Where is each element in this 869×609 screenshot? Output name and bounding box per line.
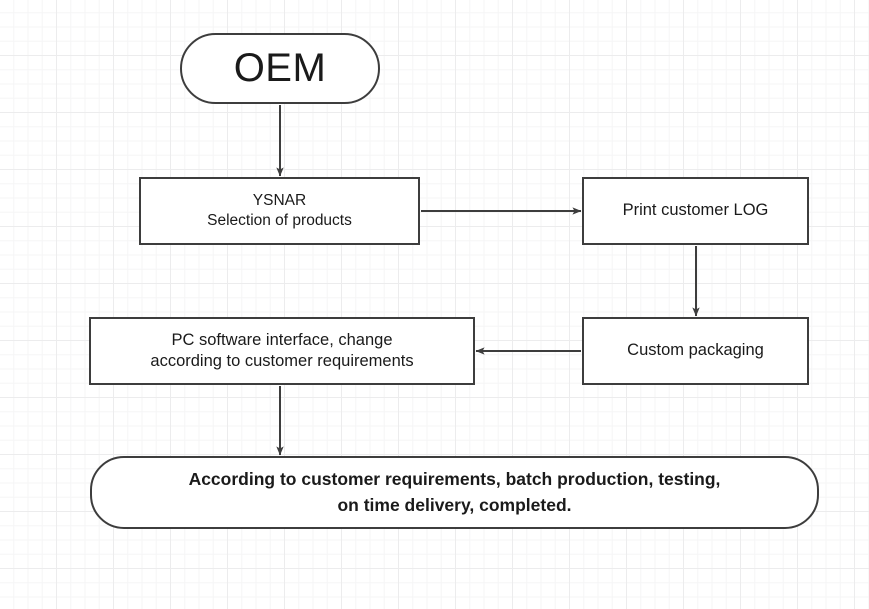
node-selection[interactable]: YSNAR Selection of products — [139, 177, 420, 245]
node-print-log[interactable]: Print customer LOG — [582, 177, 809, 245]
node-pc-software-label: PC software interface, change according … — [150, 330, 414, 370]
node-final-delivery[interactable]: According to customer requirements, batc… — [90, 456, 819, 529]
node-selection-label: YSNAR Selection of products — [207, 192, 352, 229]
node-custom-packaging[interactable]: Custom packaging — [582, 317, 809, 385]
node-print-log-label: Print customer LOG — [622, 201, 769, 220]
node-oem-label: OEM — [233, 45, 327, 90]
node-pc-software[interactable]: PC software interface, change according … — [89, 317, 475, 385]
node-final-delivery-label: According to customer requirements, batc… — [188, 469, 721, 515]
node-oem[interactable]: OEM — [180, 33, 380, 104]
node-custom-packaging-label: Custom packaging — [627, 341, 764, 360]
